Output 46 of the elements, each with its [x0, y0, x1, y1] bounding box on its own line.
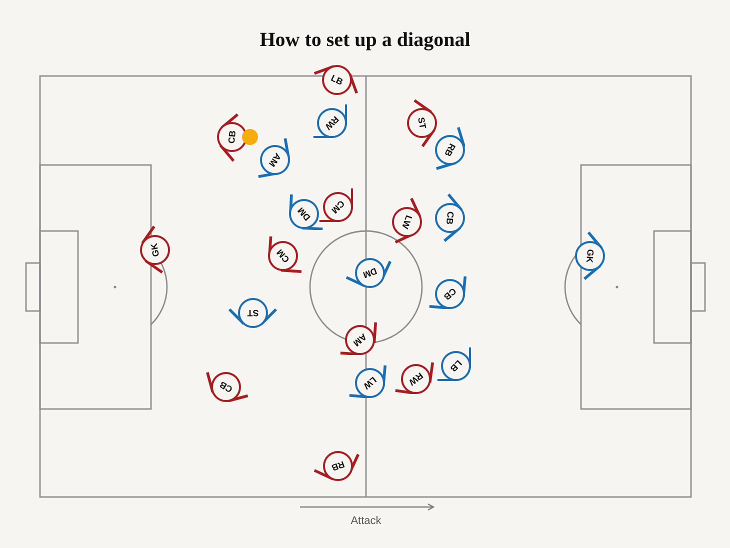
position-label: CB — [442, 286, 458, 302]
position-label: AM — [351, 332, 369, 348]
player-marker — [354, 258, 386, 288]
player-marker — [316, 108, 348, 138]
player-marker — [406, 108, 438, 138]
position-label: RW — [407, 370, 425, 388]
player-marker — [434, 202, 466, 234]
position-label: DM — [362, 266, 378, 280]
player-marker — [140, 234, 170, 266]
player-marker — [392, 206, 422, 238]
direction-label: Attack — [350, 515, 382, 527]
position-label: RW — [323, 114, 341, 132]
player-marker — [434, 134, 466, 166]
position-label: CM — [274, 247, 292, 265]
player-marker — [400, 364, 432, 394]
position-label: AM — [266, 151, 284, 169]
player-marker — [268, 240, 298, 272]
player-marker — [322, 192, 354, 222]
position-label: ST — [247, 308, 259, 318]
player-marker — [322, 64, 352, 96]
position-label: RB — [330, 459, 346, 473]
position-label: RB — [442, 142, 458, 158]
player-marker — [216, 122, 248, 152]
position-label: LW — [362, 374, 378, 392]
position-label: CB — [444, 211, 456, 225]
position-label: CB — [226, 130, 238, 144]
position-label: LB — [329, 72, 345, 88]
diagram-title: How to set up a diagonal — [260, 28, 470, 53]
position-label: LB — [448, 358, 464, 374]
position-label: GK — [584, 248, 596, 264]
player-marker — [344, 324, 376, 356]
player-marker — [238, 298, 268, 328]
player-marker — [288, 198, 320, 230]
player-marker — [440, 350, 472, 382]
player-marker — [574, 240, 606, 272]
position-label: CB — [218, 379, 234, 395]
position-label: DM — [296, 205, 312, 223]
player-marker — [322, 450, 354, 482]
player-marker — [354, 368, 386, 398]
position-label: LW — [400, 214, 414, 230]
player-marker — [210, 372, 242, 402]
player-marker — [434, 278, 466, 310]
position-label: GK — [148, 242, 162, 258]
player-marker — [260, 144, 290, 176]
position-label: CM — [330, 198, 346, 216]
position-label: ST — [416, 116, 428, 130]
